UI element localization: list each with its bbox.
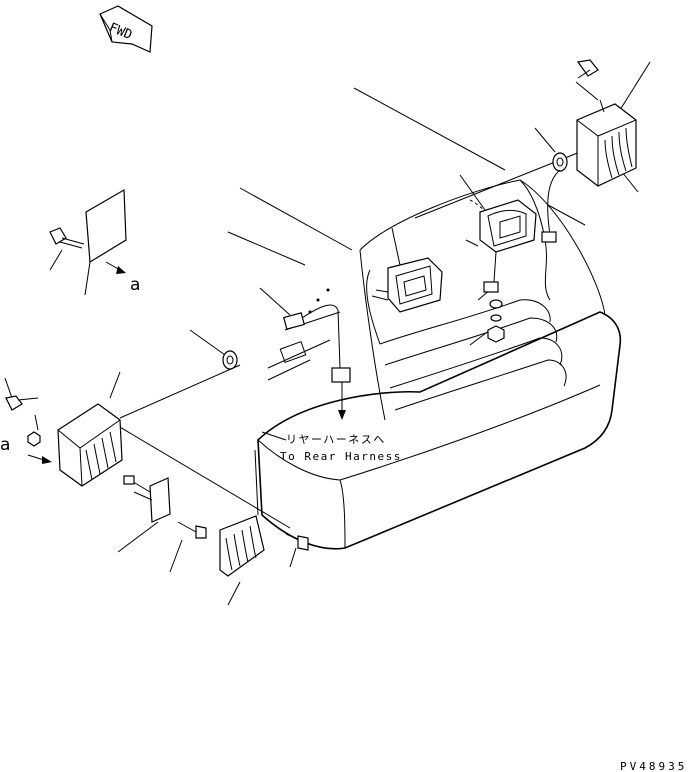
center-lamp [465, 199, 537, 293]
left-nut-icon [27, 431, 41, 447]
fwd-arrow-icon: FWD [99, 5, 153, 53]
lens-bolt-icon [285, 533, 309, 551]
grommet-icon [552, 152, 568, 172]
ref-a-cover: a [130, 275, 140, 295]
harness-label-jp: リヤーハーネスへ [286, 433, 386, 446]
grommet-center-icon [222, 350, 238, 370]
left-rear-lamp [57, 403, 123, 487]
ref-a-left: a [0, 435, 10, 455]
washer-stack-icon [487, 299, 505, 343]
cover-plate [85, 188, 127, 264]
harness-label-en: To Rear Harness [280, 450, 402, 463]
left-bolt-icon [5, 395, 39, 411]
cover-bolt-icon [49, 227, 85, 249]
body-lamp-left [371, 257, 443, 313]
harness-connector [267, 288, 351, 420]
bolt-icon [575, 59, 605, 113]
lens-cover [219, 515, 265, 577]
wire-right [541, 169, 561, 243]
arrow-a-cover: a [105, 261, 140, 295]
counterweight-body [254, 179, 622, 550]
lower-plug [123, 475, 171, 523]
drawing-code: PV48935 [620, 760, 687, 772]
lower-bolt-icon [177, 521, 207, 539]
harness-callout-line [261, 431, 287, 441]
right-rear-lamp [576, 103, 637, 187]
arrow-a-left: a [0, 435, 52, 464]
